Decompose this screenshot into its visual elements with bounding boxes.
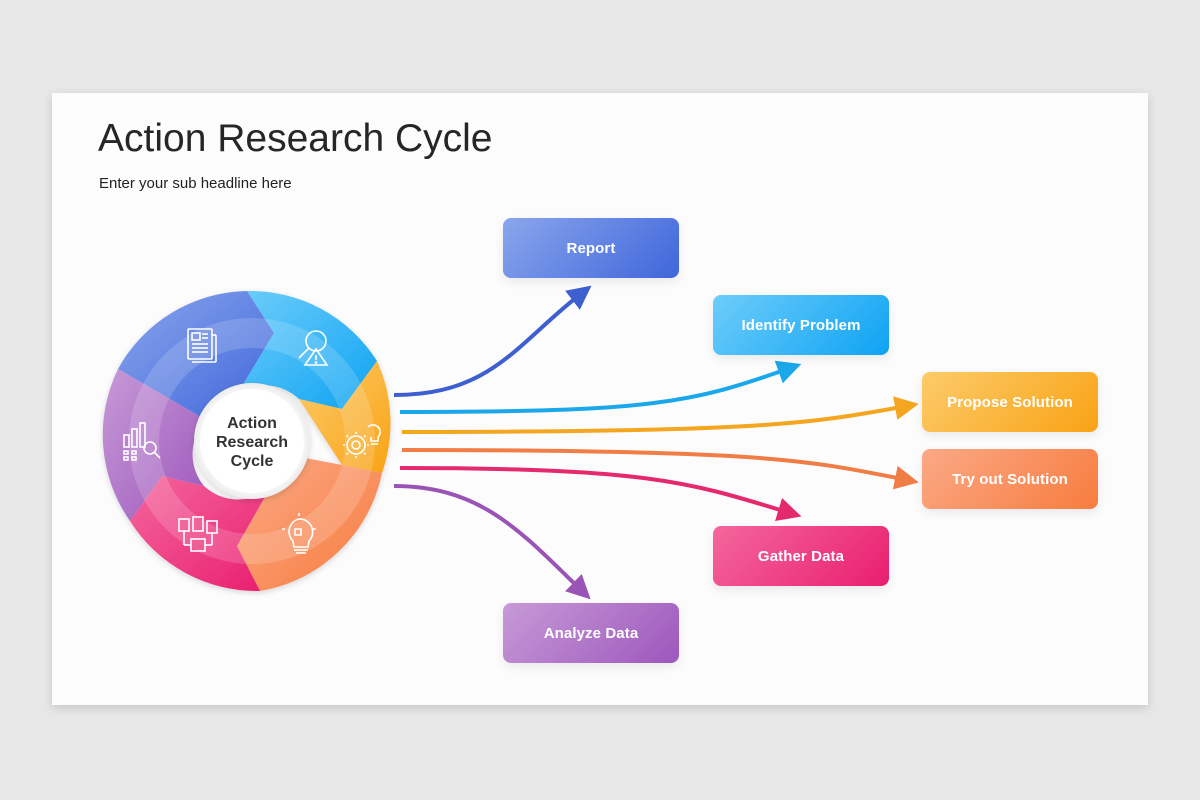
step-label-identify-problem: Identify Problem	[741, 316, 861, 334]
slide: Action Research Cycle Enter your sub hea…	[52, 93, 1148, 705]
chart-magnifier-icon	[123, 422, 161, 461]
step-label-report: Report	[566, 239, 616, 257]
step-box-report: Report	[503, 218, 679, 278]
step-label-propose-solution: Propose Solution	[947, 393, 1073, 411]
center-label-line2: Research	[215, 433, 289, 451]
flowchart-icon	[178, 516, 218, 552]
arrow-propose-solution	[401, 396, 919, 434]
step-label-try-out-solution: Try out Solution	[952, 470, 1068, 488]
gear-bulb-money-icon	[343, 424, 381, 458]
page-subtitle: Enter your sub headline here	[99, 175, 292, 192]
arrow-report	[393, 285, 592, 397]
report-document-icon	[187, 328, 217, 363]
step-box-propose-solution: Propose Solution	[922, 372, 1098, 432]
step-box-try-out-solution: Try out Solution	[922, 449, 1098, 509]
step-box-identify-problem: Identify Problem	[713, 295, 889, 355]
step-box-analyze-data: Analyze Data	[503, 603, 679, 663]
cycle-segment-gather	[130, 476, 270, 592]
cycle-diagram	[102, 285, 919, 600]
arrow-try-out-solution	[401, 448, 919, 490]
arrow-analyze-data	[393, 484, 591, 600]
center-label-line3: Cycle	[230, 452, 274, 470]
arrow-gather-data	[399, 466, 802, 521]
puzzle-bulb-icon	[282, 513, 316, 554]
center-label-line1: Action	[227, 414, 277, 432]
page-title: Action Research Cycle	[98, 117, 493, 160]
cycle-center-label: Action Research Cycle	[198, 388, 306, 496]
magnifier-warning-icon	[298, 330, 329, 366]
step-label-analyze-data: Analyze Data	[543, 624, 639, 642]
arrow-identify-problem	[399, 360, 802, 414]
step-label-gather-data: Gather Data	[757, 547, 845, 565]
step-box-gather-data: Gather Data	[713, 526, 889, 586]
